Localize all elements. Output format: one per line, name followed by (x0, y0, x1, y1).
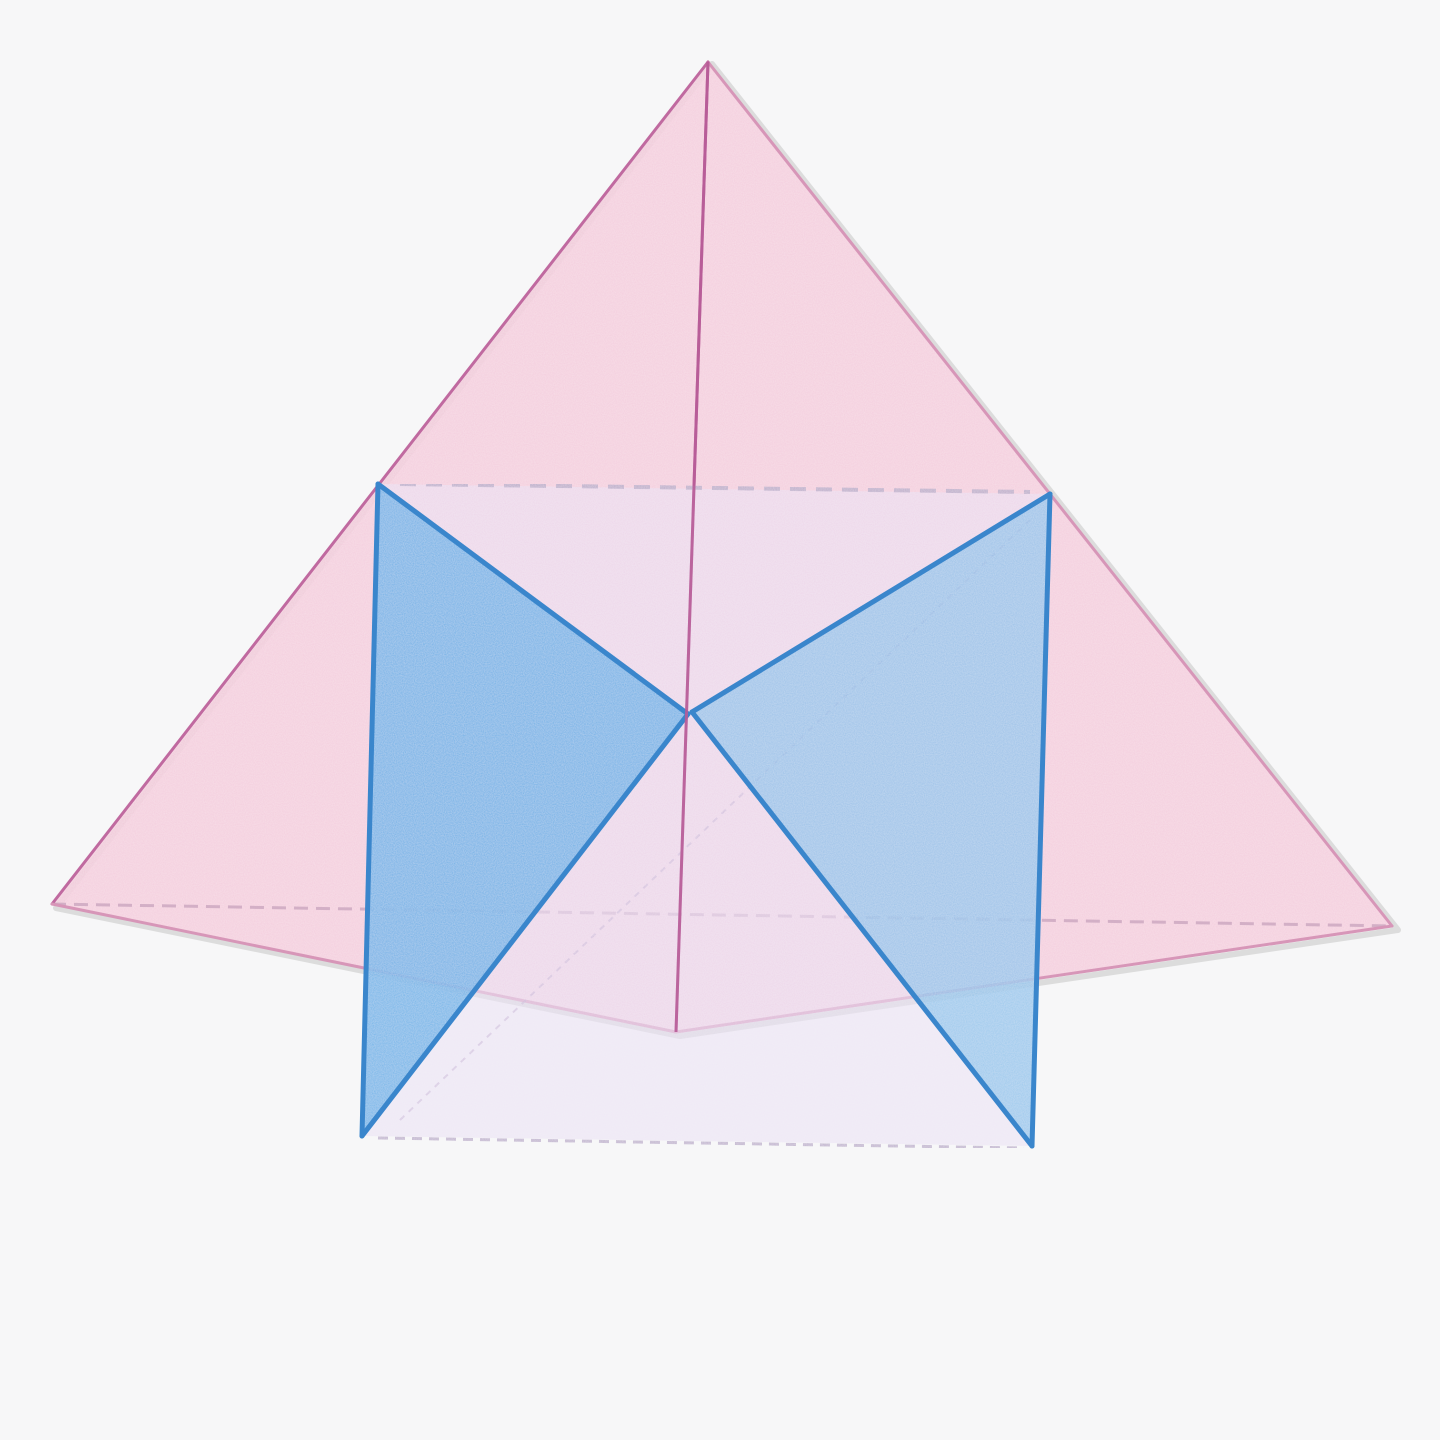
inner-face-right (692, 494, 1050, 1146)
inner-edge-right-upper (689, 491, 1053, 715)
inner-visible-edges (359, 481, 1053, 1149)
inner-hidden-top-edge (399, 482, 1031, 494)
inner-face-left (362, 484, 688, 1136)
inner-edge-right-lower (689, 709, 1035, 1149)
central-axis-edge (674, 61, 710, 1033)
inner-edge-right-vertical (1029, 491, 1053, 1149)
inner-hidden-bottom-edge (377, 1136, 1025, 1150)
inner-edge-left-upper (375, 481, 691, 717)
inner-edge-left-lower (359, 711, 691, 1139)
inner-solid (362, 482, 1050, 1150)
inner-edge-left-vertical (359, 481, 381, 1139)
